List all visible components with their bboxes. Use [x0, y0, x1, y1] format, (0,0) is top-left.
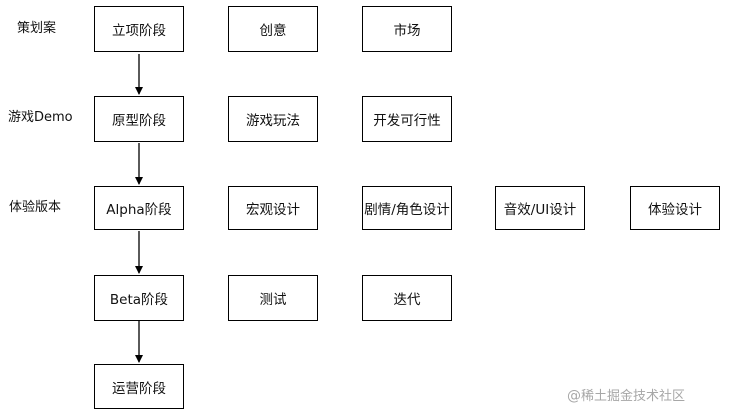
stage-label: 立项阶段: [112, 23, 166, 39]
aspect-box-feasibility: 开发可行性: [362, 96, 452, 142]
aspect-box-macro-design: 宏观设计: [228, 186, 318, 230]
aspect-label: 游戏玩法: [246, 113, 300, 129]
aspect-box-sound-ui-design: 音效/UI设计: [495, 186, 585, 230]
row-label-trial-version: 体验版本: [9, 200, 62, 215]
aspect-label: 迭代: [393, 292, 421, 308]
aspect-label: 音效/UI设计: [503, 202, 577, 218]
aspect-label: 宏观设计: [246, 202, 300, 218]
stage-box-beta: Beta阶段: [94, 275, 184, 321]
stage-label: Beta阶段: [109, 292, 169, 308]
stage-box-prototype: 原型阶段: [94, 96, 184, 142]
at-icon: @: [567, 388, 581, 404]
aspect-box-market: 市场: [362, 6, 452, 52]
watermark: @稀土掘金技术社区: [567, 388, 685, 405]
stage-label: 运营阶段: [112, 380, 166, 397]
aspect-box-testing: 测试: [228, 275, 318, 321]
aspect-box-story-character-design: 剧情/角色设计: [362, 186, 452, 230]
stage-label: 原型阶段: [112, 113, 166, 129]
stage-box-alpha: Alpha阶段: [94, 186, 184, 230]
watermark-text: 稀土掘金技术社区: [581, 389, 686, 404]
aspect-box-gameplay: 游戏玩法: [228, 96, 318, 142]
aspect-label: 体验设计: [648, 202, 702, 218]
aspect-label: 市场: [393, 23, 421, 39]
aspect-label: 创意: [259, 23, 287, 39]
row-label-proposal: 策划案: [17, 21, 57, 36]
aspect-label: 测试: [259, 292, 287, 308]
aspect-box-creativity: 创意: [228, 6, 318, 52]
aspect-label: 开发可行性: [373, 113, 441, 129]
aspect-box-iteration: 迭代: [362, 275, 452, 321]
stage-box-initiation: 立项阶段: [94, 6, 184, 52]
aspect-label: 剧情/角色设计: [364, 202, 450, 218]
row-label-demo: 游戏Demo: [8, 110, 73, 125]
stage-label: Alpha阶段: [106, 202, 172, 218]
aspect-box-experience-design: 体验设计: [630, 186, 720, 230]
stage-box-operation: 运营阶段: [94, 364, 184, 409]
